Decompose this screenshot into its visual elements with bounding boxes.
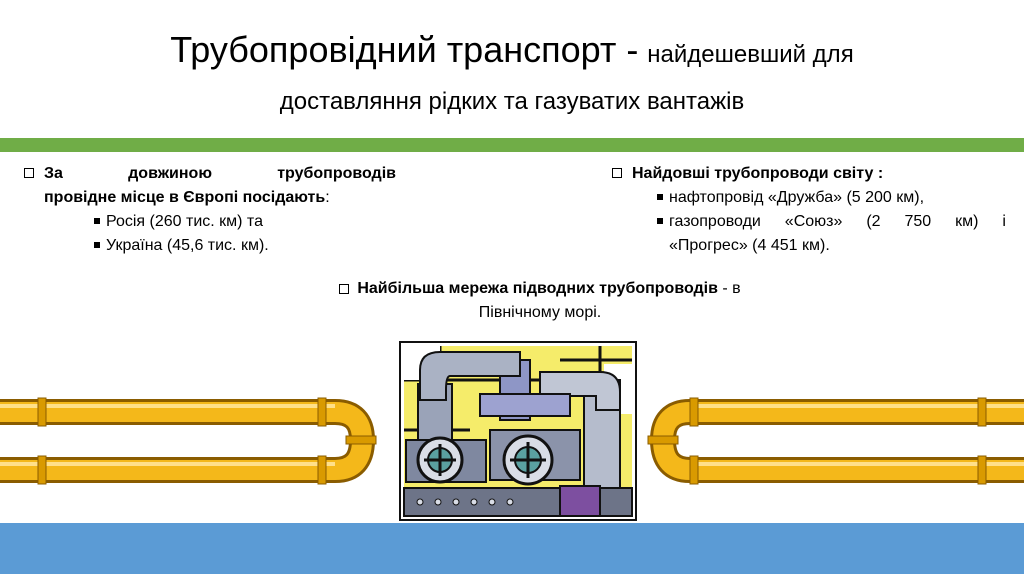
checkbox-bullet-icon (24, 168, 34, 178)
list-item: нафтопровід «Дружба» (5 200 км), (657, 186, 1006, 210)
checkbox-bullet-icon (612, 168, 622, 178)
accent-bar (0, 138, 1024, 152)
list-item: Україна (45,6 тис. км). (94, 234, 396, 258)
north-sea-block: Найбільша мережа підводних трубопроводів… (290, 277, 790, 325)
europe-lengths-block: За довжиною трубопроводів провідне місце… (24, 162, 396, 258)
list-item-text: Росія (260 тис. км) та (106, 213, 263, 230)
left-line-2: провідне місце в Європі посідають (44, 189, 326, 206)
square-bullet-icon (94, 217, 100, 224)
item2-word: (2 (866, 213, 881, 230)
square-bullet-icon (657, 218, 663, 224)
right-heading: Найдовші трубопроводи світу : (632, 165, 884, 182)
right-pipe-icon (647, 397, 1024, 485)
list-item: газопроводи «Союз» (2 750 км) і (657, 210, 1006, 234)
pipeline-clipart-icon (399, 341, 637, 521)
item2-word: км) (955, 213, 979, 230)
checkbox-bullet-icon (339, 284, 350, 294)
water-band (0, 523, 1024, 574)
left-pipe-icon (0, 397, 377, 485)
left-word-3: трубопроводів (277, 165, 396, 182)
item2-word: «Союз» (784, 213, 843, 230)
title-sub2: доставляння рідких та газуватих вантажів (279, 88, 745, 115)
square-bullet-icon (657, 193, 663, 200)
left-colon: : (325, 189, 330, 206)
item2-word: і (1002, 213, 1006, 230)
center-rest-text: - в (717, 280, 741, 297)
list-item-continuation: «Прогрес» (4 451 км). (669, 237, 830, 254)
center-line-2: Північному морі. (478, 304, 602, 321)
square-bullet-icon (94, 241, 100, 248)
item2-word: 750 (904, 213, 932, 230)
left-word-1: За (44, 165, 63, 182)
list-item: Росія (260 тис. км) та (94, 210, 396, 234)
center-bold-text: Найбільша мережа підводних трубопроводів (357, 280, 718, 297)
longest-pipelines-block: Найдовші трубопроводи світу : нафтопрові… (612, 162, 1006, 258)
left-word-2: довжиною (128, 165, 212, 182)
list-item-text: нафтопровід «Дружба» (5 200 км), (669, 189, 925, 206)
list-item-text: Україна (45,6 тис. км). (106, 237, 269, 254)
item2-word: газопроводи (669, 213, 761, 230)
slide-title: Трубопровідний транспорт - найдешевший д… (0, 28, 1024, 124)
title-sub1: найдешевший для (647, 41, 854, 68)
title-main: Трубопровідний транспорт - (170, 29, 639, 70)
